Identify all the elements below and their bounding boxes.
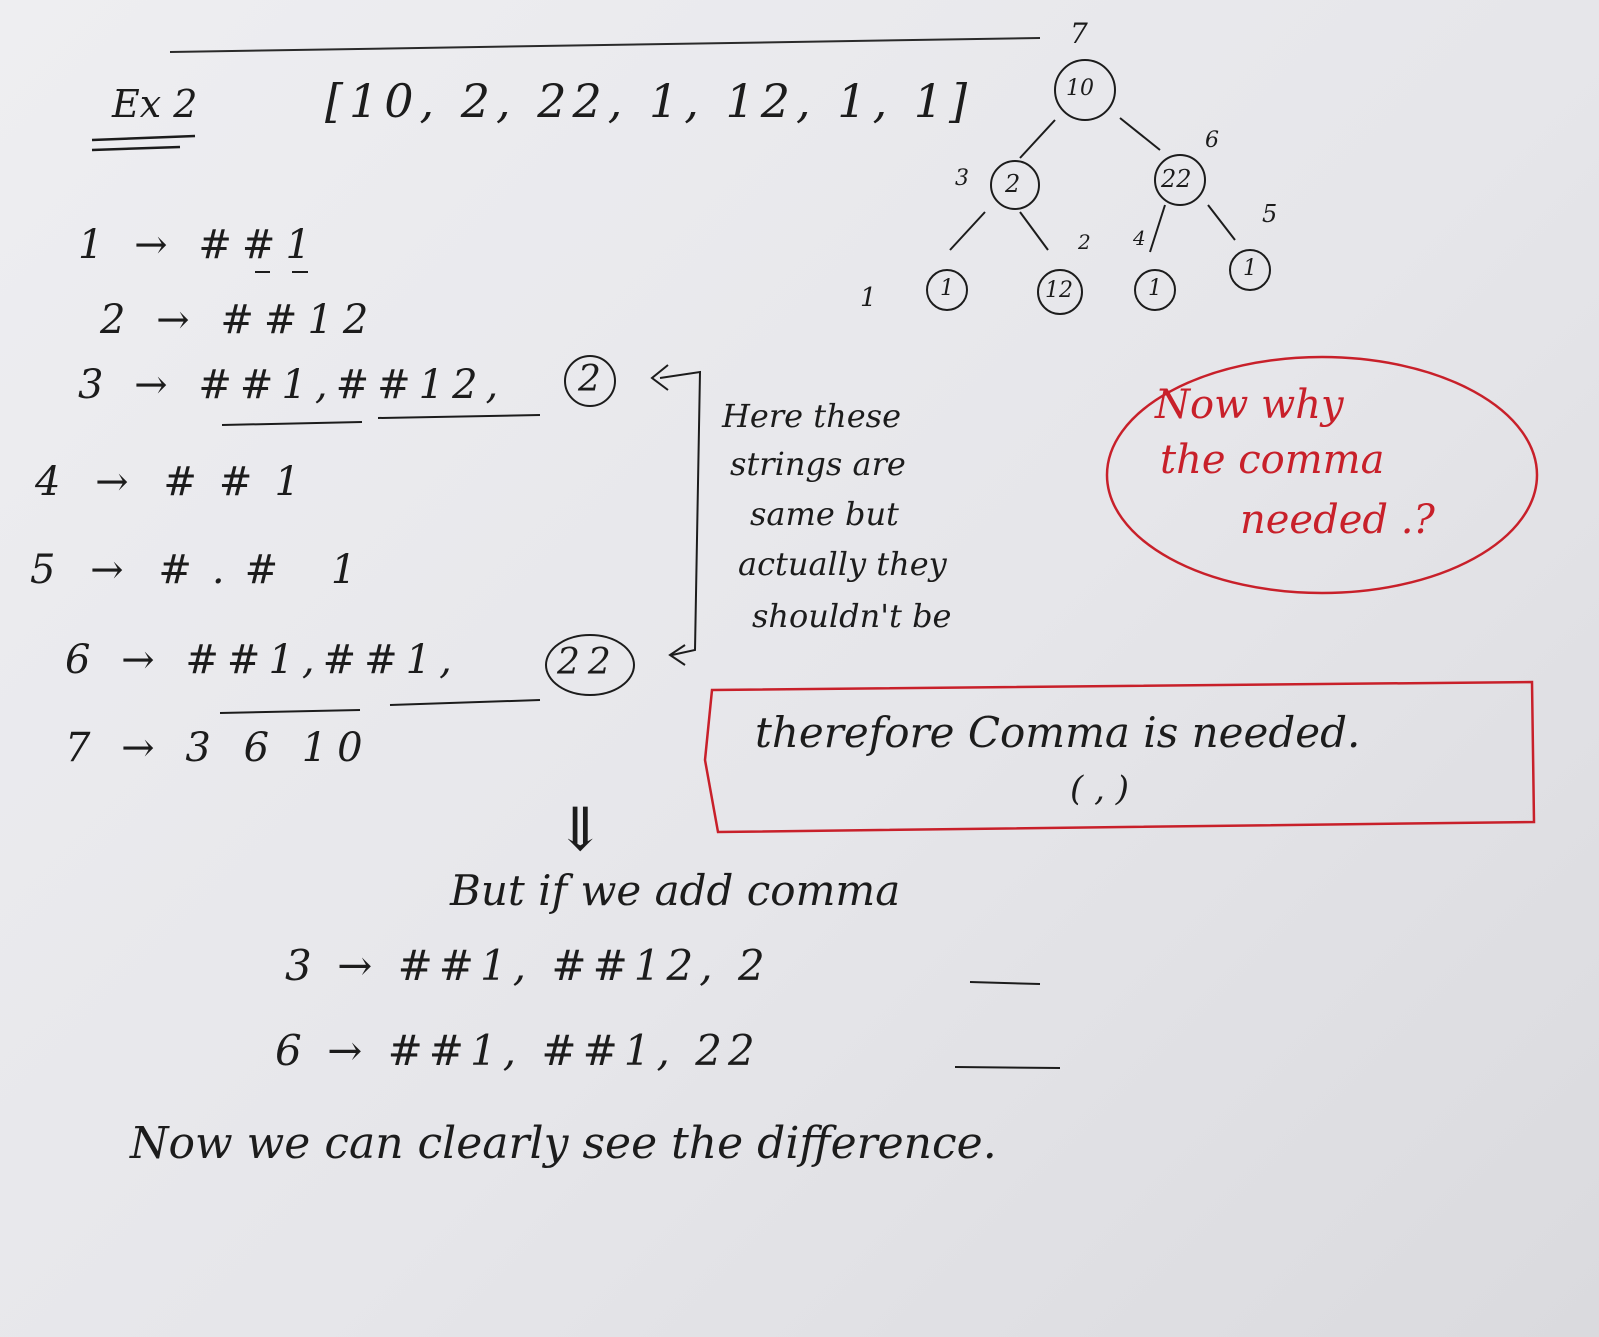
down-arrow: ⇓ <box>555 795 606 865</box>
step-number: 3 <box>78 362 104 408</box>
arrow: → <box>121 725 155 771</box>
tree-leaf-3-value: 1 <box>1148 276 1162 301</box>
step-string: ##1 <box>198 222 321 268</box>
tree-right-value: 22 <box>1161 165 1192 193</box>
example-label: Ex 2 <box>112 82 198 126</box>
step-number: 5 <box>30 547 56 593</box>
step-string: ##12 <box>220 297 379 343</box>
tree-leaf-1-value: 1 <box>940 276 954 301</box>
tree-left-order: 3 <box>955 166 969 191</box>
tree-leaf-1-order: 1 <box>860 283 877 313</box>
red-question-line: needed .? <box>1240 497 1435 543</box>
step-string: ##1,##12, <box>198 362 507 408</box>
step-number: 6 <box>65 637 91 683</box>
tree-right-order: 6 <box>1205 128 1219 153</box>
tree-leaf-2-value: 12 <box>1045 278 1073 303</box>
step-string: #.# 1 <box>158 547 377 593</box>
bottom-line-4: Now we can clearly see the difference. <box>130 1118 997 1169</box>
tree-leaf-3-order: 4 <box>1133 226 1146 250</box>
red-question-line: the comma <box>1160 437 1385 483</box>
bottom-line-3: 6 → ##1, ##1, 22 <box>275 1026 761 1075</box>
step-string: ##1,##1, <box>185 637 460 683</box>
step-number: 1 <box>78 222 104 268</box>
bottom-line-1: But if we add comma <box>450 866 901 915</box>
tree-leaf-2-order: 2 <box>1078 230 1091 254</box>
tree-root-order: 7 <box>1070 17 1088 50</box>
arrow: → <box>95 459 129 505</box>
step-string: ##1 <box>163 459 322 505</box>
tree-root-value: 10 <box>1066 76 1094 101</box>
arrow: → <box>121 637 155 683</box>
step-string: 3 6 10 <box>185 725 373 771</box>
tree-leaf-4-order: 5 <box>1262 200 1278 228</box>
step-number: 7 <box>65 725 91 771</box>
step-number: 2 <box>100 297 126 343</box>
side-note-line: same but <box>750 495 899 533</box>
step-5: 5 → #.# 1 <box>30 550 376 590</box>
step-4: 4 → ##1 <box>35 462 322 502</box>
red-question-line: Now why <box>1155 382 1344 428</box>
conclusion-text: therefore Comma is needed. <box>755 708 1361 757</box>
step-3: 3 → ##1,##12, <box>78 365 506 405</box>
arrow: → <box>90 547 124 593</box>
tree-left-value: 2 <box>1005 170 1021 198</box>
arrow: → <box>156 297 190 343</box>
input-array: [10, 2, 22, 1, 12, 1, 1] <box>325 74 974 128</box>
step-number: 4 <box>35 459 61 505</box>
circled-22: 22 <box>557 642 619 683</box>
arrow: → <box>134 362 168 408</box>
bottom-line-2: 3 → ##1, ##12, 2 <box>285 941 771 990</box>
step-2: 2 → ##12 <box>100 300 378 340</box>
circled-2: 2 <box>578 359 601 400</box>
arrow: → <box>134 222 168 268</box>
side-note-line: shouldn't be <box>752 597 952 635</box>
step-1: 1 → ##1 <box>78 225 321 265</box>
side-note-line: Here these <box>722 397 902 435</box>
comma-symbol: ( , ) <box>1070 769 1129 809</box>
side-note-line: actually they <box>738 545 947 583</box>
tree-leaf-4-value: 1 <box>1243 256 1257 281</box>
side-note-line: strings are <box>730 445 906 483</box>
step-7: 7 → 3 6 10 <box>65 728 373 768</box>
step-6: 6 → ##1,##1, <box>65 640 460 680</box>
